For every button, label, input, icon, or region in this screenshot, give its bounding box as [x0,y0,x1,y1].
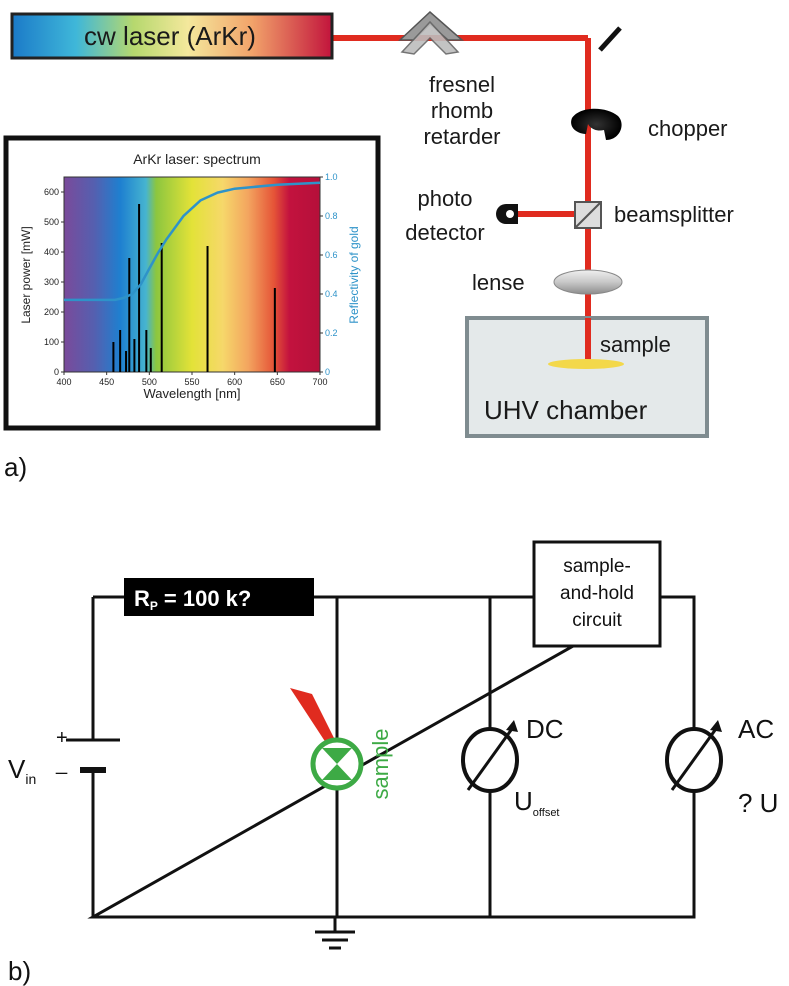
dc-voltmeter: DC Uoffset [461,714,564,819]
sh-label-3: circuit [572,610,622,631]
sample-label-a: sample [600,332,671,357]
cw-laser: cw laser (ArKr) [10,12,334,60]
panel-b-label: b) [8,956,31,986]
y2-tick-label-3: 0.6 [325,250,338,260]
chart-title: ArKr laser: spectrum [133,151,261,167]
retarder-label-1: fresnel [429,72,495,97]
vin-subscript: in [25,771,36,787]
resistor-subscript: P [150,599,158,613]
chopper-label: chopper [648,116,728,141]
x-tick-label-3: 550 [184,377,199,387]
voltage-source: Vin + _ [8,727,120,787]
y2-axis-ticks: 0 0.2 0.4 0.6 0.8 1.0 [320,172,338,377]
lense-label: lense [472,270,525,295]
reflectivity-curve [64,181,321,302]
ac-label: AC [738,714,774,744]
retarder-label-3: retarder [423,124,500,149]
y-tick-label-4: 400 [44,247,59,257]
svg-text:RP= 100 k?: RP = 100 k? [134,586,251,613]
uhv-chamber: sample UHV chamber [465,316,709,438]
y-tick-label-1: 100 [44,337,59,347]
delta-u-label: ? U [738,788,778,818]
lense: lense [472,269,623,295]
fresnel-rhomb-retarder: fresnel rhomb retarder [398,10,501,149]
chopper: chopper [571,108,728,141]
laser-label: cw laser (ArKr) [84,21,256,51]
y-tick-label-3: 300 [44,277,59,287]
uoffset-subscript: offset [533,807,560,819]
y-tick-label-5: 500 [44,217,59,227]
sh-label-1: sample- [563,556,631,577]
vin-symbol: V [8,754,26,784]
beamsplitter: beamsplitter [574,201,734,229]
x-tick-label-2: 500 [142,377,157,387]
y2-axis-label: Reflectivity of gold [347,226,361,323]
x-axis-label: Wavelength [nm] [143,386,240,401]
ac-voltmeter: AC ? U [665,714,778,818]
chamber-label: UHV chamber [484,395,648,425]
vin-minus: _ [55,753,68,775]
sample-element: sample [290,688,393,799]
photodetector-label-2: detector [405,220,485,245]
y-tick-label-2: 200 [44,307,59,317]
uoffset-symbol: U [514,786,533,816]
x-tick-label-5: 650 [270,377,285,387]
y2-tick-label-1: 0.2 [325,328,338,338]
ground-symbol [315,930,355,950]
dc-label: DC [526,714,564,744]
sample-and-hold-box: sample- and-hold circuit [532,540,662,648]
y2-tick-label-5: 1.0 [325,172,338,182]
y2-tick-label-0: 0 [325,367,330,377]
y-axis-ticks: 0 100 200 300 400 500 600 [44,187,64,377]
x-axis-ticks: 400 450 500 550 600 650 700 [56,372,328,387]
beamsplitter-label: beamsplitter [614,202,734,227]
panel-a-label: a) [4,452,27,482]
x-tick-label-0: 400 [56,377,71,387]
resistor-value: = 100 k? [164,586,251,611]
y-axis-label: Laser power [mW] [19,226,33,323]
resistor: RP = 100 k? [124,578,314,616]
panel-b: RP = 100 k? sample- and-hold circuit Vin … [8,540,778,986]
svg-text:Vin: Vin [8,754,36,787]
y2-tick-label-2: 0.4 [325,289,338,299]
y-tick-label-6: 600 [44,187,59,197]
panel-a: cw laser (ArKr) fresnel rhomb retarder c… [3,10,734,482]
y2-tick-label-4: 0.8 [325,211,338,221]
x-tick-label-6: 700 [312,377,327,387]
sample-label-b: sample [368,729,393,800]
sh-label-2: and-hold [560,583,634,604]
mirror [598,26,622,52]
x-tick-label-4: 600 [227,377,242,387]
svg-text:Uoffset: Uoffset [514,786,560,819]
resistor-symbol: R [134,586,150,611]
spectrum-chart: ArKr laser: spectrum 400 450 500 550 600 650 7… [3,135,381,431]
plot-area [63,176,321,373]
vin-plus: + [56,727,68,749]
y-tick-label-0: 0 [54,367,59,377]
x-tick-label-1: 450 [99,377,114,387]
photodetector-label-1: photo [417,186,472,211]
photo-detector: photo detector [405,186,518,245]
retarder-label-2: rhomb [431,98,493,123]
